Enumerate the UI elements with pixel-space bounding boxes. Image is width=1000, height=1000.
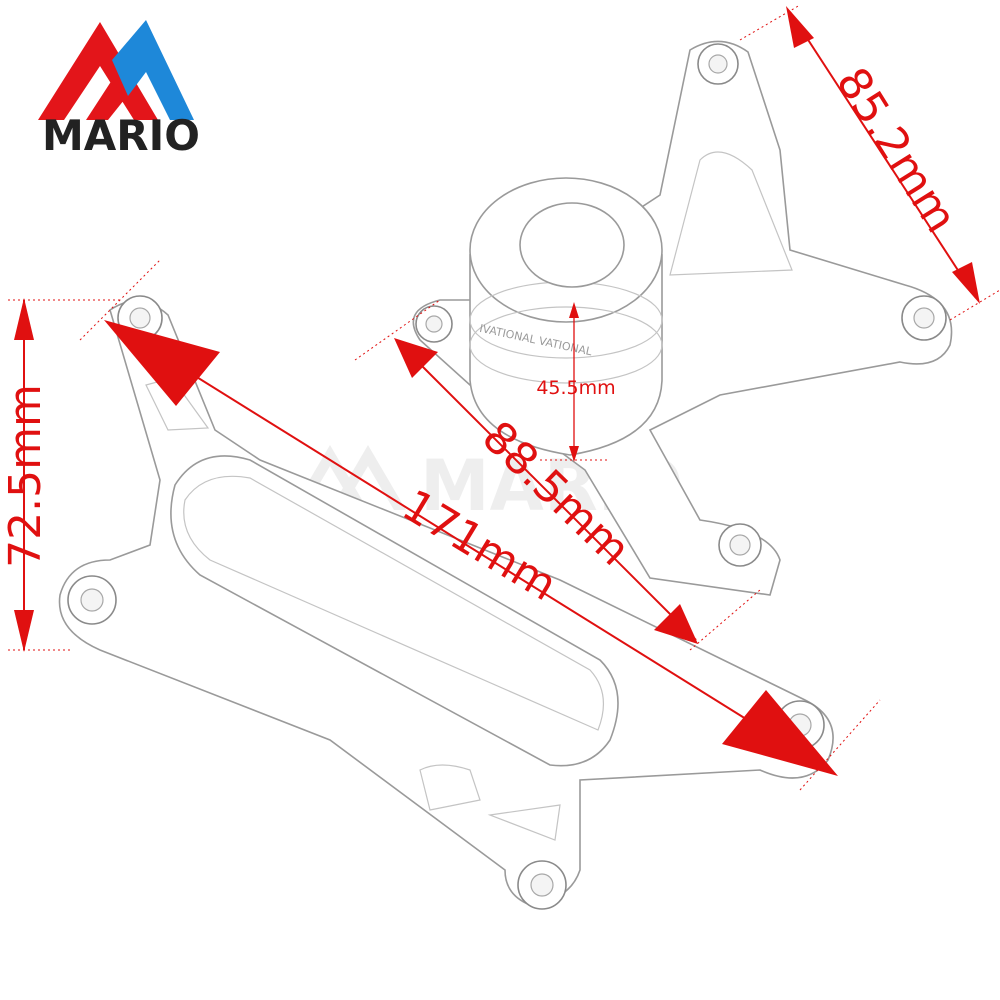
logo-text: MARIO [42, 111, 200, 160]
dim-label-height: 72.5mm [0, 384, 51, 568]
bracket-length-head-start [394, 338, 438, 378]
length-arrow-line [117, 327, 829, 771]
bracket-width-head-end [952, 262, 980, 304]
lower-bracket [58, 295, 834, 910]
bracket-length-line [397, 341, 697, 641]
brand-logo: MARIO [38, 20, 200, 160]
bracket-width-head-start [786, 6, 814, 48]
bracket-length-head-end [654, 604, 698, 644]
upper-bracket: IVATIONAL VATIONAL [412, 40, 953, 596]
bracket-width-line [789, 11, 977, 299]
oval-slider-pad [170, 455, 619, 767]
length-arrow-head-start [104, 320, 220, 406]
height-arrow-head-top [14, 298, 34, 340]
logo-blue-peak [112, 20, 194, 120]
round-slider-puck: IVATIONAL VATIONAL [469, 177, 663, 456]
dimension-lines [8, 4, 1000, 791]
height-arrow-head-bottom [14, 610, 34, 652]
length-arrow-head-end [722, 690, 838, 776]
dim-label-puck-height: 45.5mm [536, 377, 615, 399]
logo-red-inner [86, 80, 124, 120]
dim-label-bracket-width: 85.2mm [826, 59, 967, 242]
